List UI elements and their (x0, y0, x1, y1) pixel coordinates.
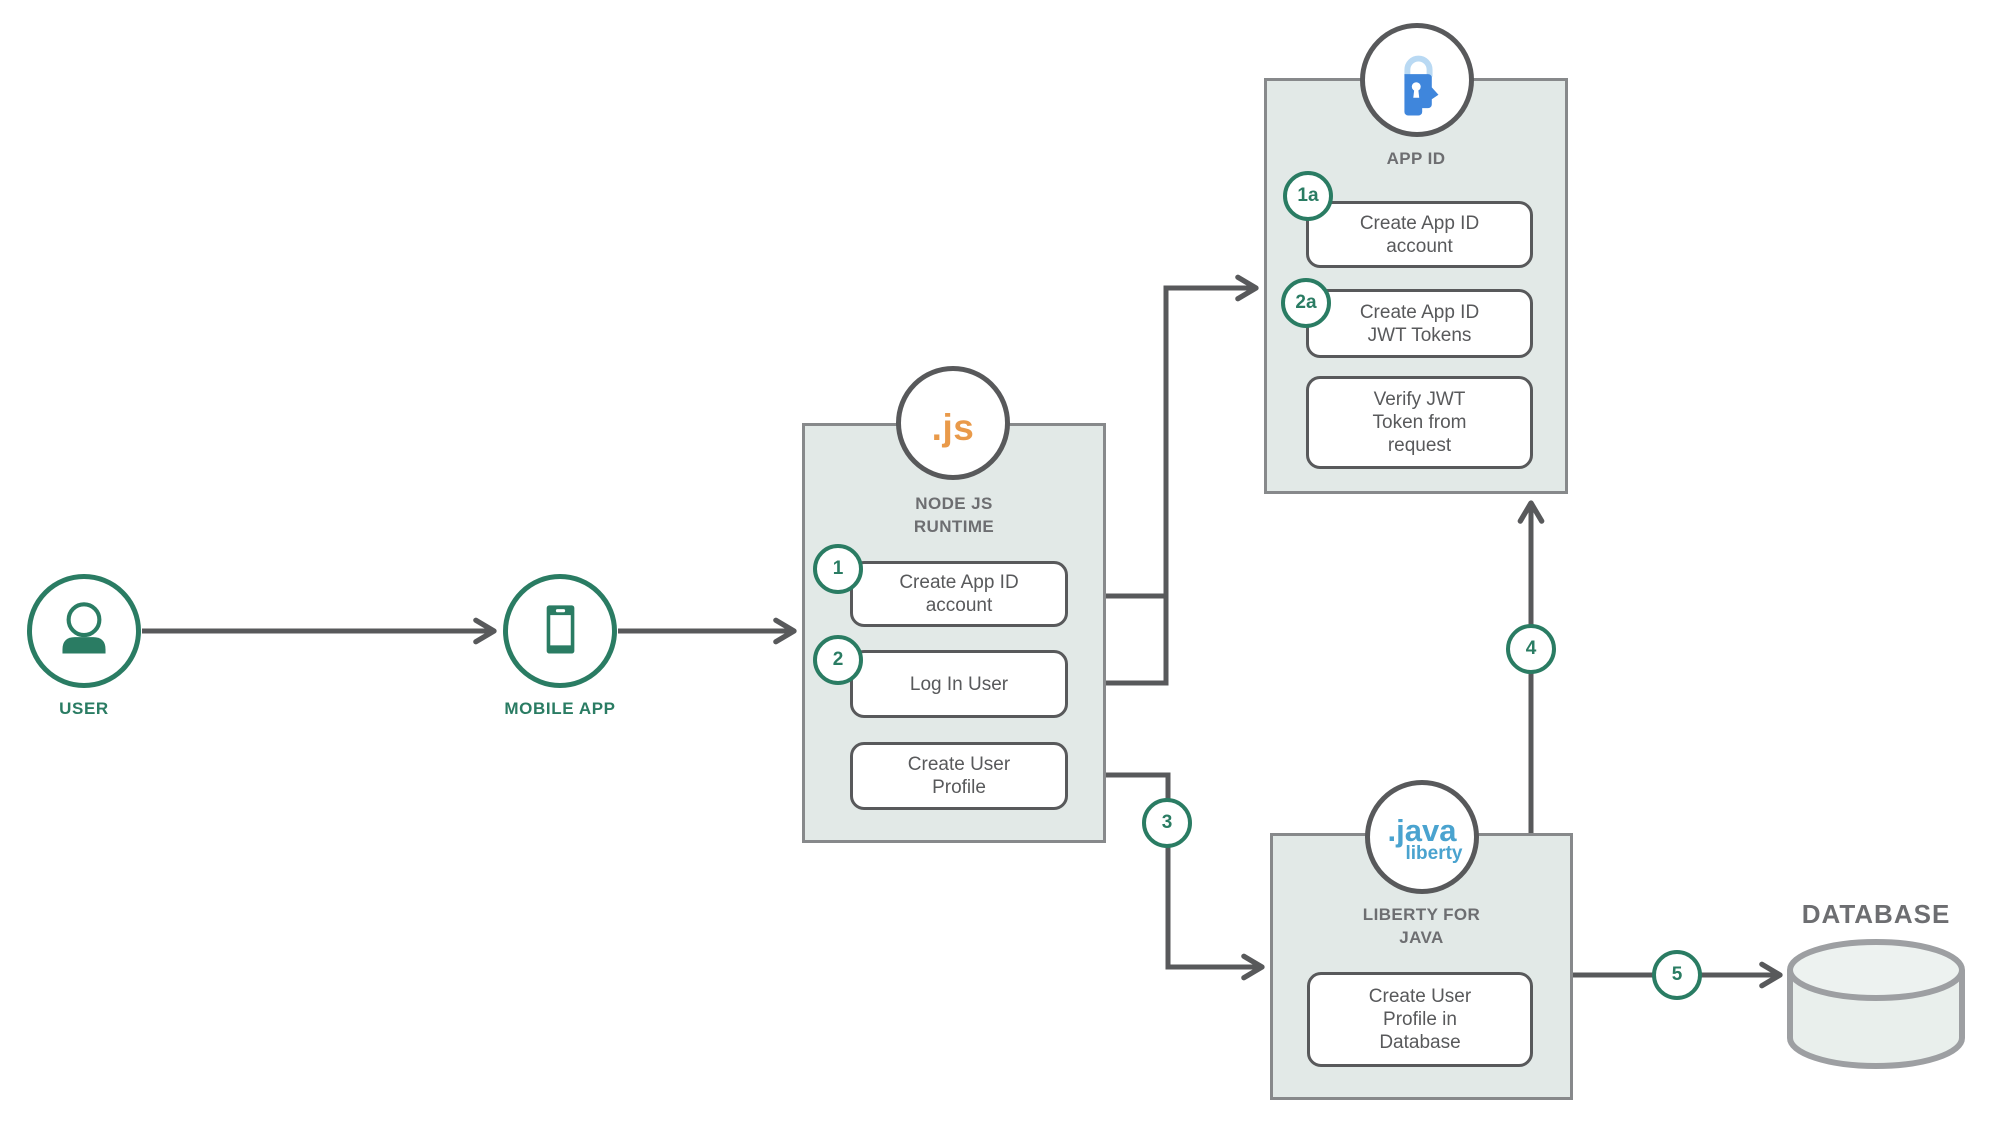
appid-panel-title: APP ID (1264, 147, 1568, 170)
appid-logo-circle (1360, 23, 1474, 137)
appid-step-verify-jwt: Verify JWT Token from request (1306, 376, 1533, 469)
user-node (27, 574, 141, 688)
mobile-app-label: MOBILE APP (504, 699, 616, 718)
nodejs-step-create-user-profile: Create User Profile (850, 742, 1068, 810)
nodejs-step-create-appid-account: Create App ID account (850, 561, 1068, 627)
flow-badge-4: 4 (1506, 624, 1556, 674)
user-label: USER (59, 699, 109, 718)
step-label-line: account (1386, 235, 1453, 257)
liberty-logo-circle: .java liberty (1365, 780, 1479, 894)
nodejs-logo-circle: .js (896, 366, 1010, 480)
step-label-line: Profile in (1383, 1009, 1457, 1030)
liberty-step-create-user-profile-db: Create User Profile in Database (1307, 972, 1533, 1067)
java-liberty-icon: .java liberty (1387, 811, 1463, 863)
step-label-line: Create User (1368, 986, 1472, 1007)
flow-badge-3: 3 (1142, 798, 1192, 848)
step-label-line: Verify JWT (1373, 389, 1466, 410)
nodejs-panel-title: NODE JS RUNTIME (802, 492, 1106, 538)
step-label-line: JWT Tokens (1367, 324, 1472, 346)
database-cylinder-icon (1787, 939, 1965, 1069)
step-label-line: Create User (907, 754, 1011, 775)
nodejs-js-icon: .js (931, 407, 975, 448)
step-label-line: Profile (932, 777, 986, 798)
connector-step2-to-appid (1068, 274, 1259, 686)
liberty-title-line1: LIBERTY FOR (1362, 905, 1481, 924)
step-badge-1: 1 (813, 544, 863, 594)
java-logo-text: .java (1387, 813, 1457, 848)
step-badge-2a: 2a (1281, 278, 1331, 328)
step-label-line: Create App ID (1359, 301, 1480, 323)
appid-step-create-account: Create App ID account (1306, 201, 1533, 268)
database-label: DATABASE (1801, 899, 1951, 929)
liberty-title-line2: JAVA (1399, 928, 1444, 947)
step-label-line: Token from (1372, 412, 1467, 433)
step-label-line: Create App ID (1359, 212, 1480, 234)
step-label-line: account (925, 595, 993, 616)
nodejs-title-line2: RUNTIME (913, 517, 995, 536)
appid-step-create-jwt-tokens: Create App ID JWT Tokens (1306, 289, 1533, 358)
nodejs-step-login-user: Log In User (850, 650, 1068, 718)
flow-badge-5: 5 (1652, 950, 1702, 1000)
appid-lock-head-icon (1404, 55, 1439, 116)
step-badge-2: 2 (813, 635, 863, 685)
appid-title-line: APP ID (1386, 149, 1446, 168)
step-label-line: Log In User (909, 673, 1009, 695)
user-icon (62, 602, 106, 654)
step-badge-1a: 1a (1283, 171, 1333, 221)
liberty-logo-text: liberty (1405, 843, 1463, 864)
mobile-app-node (503, 574, 617, 688)
nodejs-title-line1: NODE JS (915, 494, 993, 513)
step-label-line: request (1387, 435, 1452, 456)
connector-step3-to-liberty (1068, 772, 1265, 981)
mobile-phone-icon (546, 605, 575, 654)
liberty-panel-title: LIBERTY FOR JAVA (1270, 903, 1573, 949)
step-label-line: Database (1379, 1032, 1461, 1053)
step-label-line: Create App ID (899, 572, 1019, 593)
